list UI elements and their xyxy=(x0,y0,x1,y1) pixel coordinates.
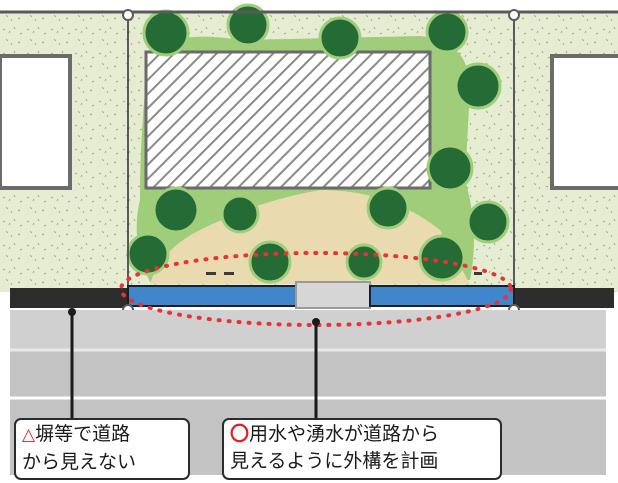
tree xyxy=(425,10,469,54)
tree xyxy=(152,186,200,234)
tree xyxy=(126,232,170,276)
entrance-bridge xyxy=(295,281,371,309)
callout-right-line2: 見えるように外構を計画 xyxy=(230,450,439,472)
highlight-ellipse xyxy=(119,251,513,327)
fence-strip-right xyxy=(514,288,614,308)
callout-left-line1: △塀等で道路 xyxy=(22,423,131,445)
tree xyxy=(418,234,466,282)
water-channel-right xyxy=(369,285,515,307)
tree xyxy=(220,194,260,234)
boundary-post xyxy=(122,9,134,21)
dash-mark xyxy=(224,272,234,275)
tree xyxy=(454,62,502,110)
tree xyxy=(248,240,292,284)
tree xyxy=(466,200,510,244)
boundary-post xyxy=(508,9,520,21)
building-footprint xyxy=(144,50,432,190)
dash-mark xyxy=(206,272,216,275)
sidewalk xyxy=(10,310,606,350)
dash-mark xyxy=(474,272,482,275)
neighbor-house-left xyxy=(0,54,72,190)
leader-dot-right xyxy=(312,318,320,326)
leader-dot-left xyxy=(68,308,76,316)
triangle-mark-icon: △ xyxy=(22,425,36,445)
callout-right-line1: 〇用水や湧水が道路から xyxy=(230,423,440,445)
callout-left: △塀等で道路 から見えない xyxy=(14,418,190,480)
tree xyxy=(226,3,270,47)
water-channel-left xyxy=(127,285,297,307)
tree xyxy=(142,9,190,57)
callout-right: 〇用水や湧水が道路から 見えるように外構を計画 xyxy=(222,418,502,480)
neighbor-house-right xyxy=(550,54,618,190)
tree xyxy=(366,186,410,230)
tree xyxy=(426,144,474,192)
tree xyxy=(318,16,362,60)
tree xyxy=(345,243,383,281)
circle-mark-icon: 〇 xyxy=(230,423,250,445)
fence-strip-left xyxy=(10,288,128,308)
trees xyxy=(126,3,510,284)
callout-left-line2: から見えない xyxy=(22,451,137,473)
